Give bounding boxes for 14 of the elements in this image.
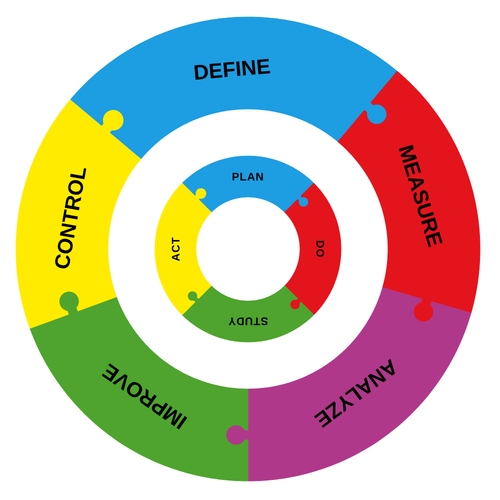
puzzle-piece — [284, 183, 341, 315]
step-label: STUDY — [228, 314, 268, 326]
puzzle-piece — [16, 99, 141, 329]
puzzle-piece — [182, 285, 314, 342]
puzzle-piece — [182, 156, 314, 213]
step-label: PLAN — [232, 172, 264, 184]
puzzle-piece — [155, 183, 212, 315]
puzzle-piece — [226, 287, 472, 481]
step-label: DEFINE — [193, 56, 272, 84]
step-label: CONTROL — [51, 164, 90, 271]
step-label: ACT — [172, 236, 182, 262]
puzzle-piece — [70, 17, 398, 160]
puzzle-piece — [337, 71, 480, 322]
step-label: DO — [314, 240, 324, 258]
